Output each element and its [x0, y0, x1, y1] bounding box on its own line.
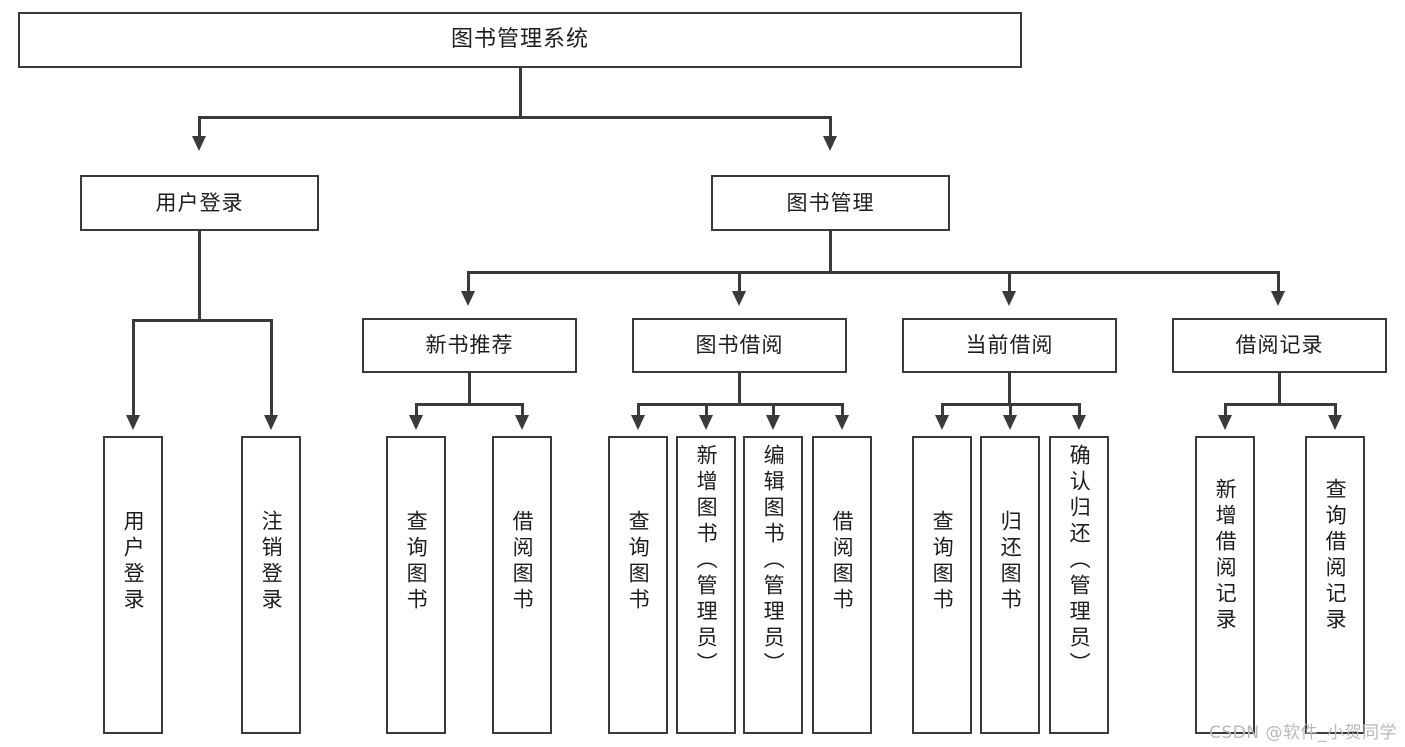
node-label: 用户登录 — [121, 510, 146, 614]
leaf-add-book[interactable]: 新增图书（管理员） — [676, 436, 736, 734]
node-label: 查询图书 — [404, 510, 429, 614]
arrowhead-book-manage — [823, 136, 837, 151]
node-label: 用户登录 — [155, 190, 244, 215]
connector-br-drop-1 — [1224, 403, 1227, 417]
connector-br-stem — [1278, 373, 1281, 405]
node-label: 图书借阅 — [695, 333, 784, 358]
leaf-confirm-return[interactable]: 确认归还（管理员） — [1049, 436, 1109, 734]
node-label: 查询借阅记录 — [1323, 478, 1348, 634]
connector-nbr-stem — [468, 373, 471, 405]
connector-root-stem — [519, 68, 522, 118]
connector-br-bus — [1224, 403, 1336, 406]
connector-root-drop-left — [198, 116, 201, 138]
node-label: 新增图书（管理员） — [694, 444, 719, 678]
arrowhead-book-borrow — [732, 291, 746, 306]
node-new-book-rec[interactable]: 新书推荐 — [362, 318, 577, 373]
arrowhead-new-book-rec — [461, 291, 475, 306]
connector-br-drop-2 — [1334, 403, 1337, 417]
arrowhead-leaf-borrow-book-1 — [515, 415, 529, 430]
node-root-system[interactable]: 图书管理系统 — [18, 12, 1022, 68]
arrowhead-leaf-query-book-2 — [631, 415, 645, 430]
connector-user-login-drop-2 — [270, 319, 273, 417]
leaf-user-logout[interactable]: 注销登录 — [241, 436, 301, 734]
node-label: 图书管理系统 — [450, 27, 589, 53]
node-label: 借阅记录 — [1235, 333, 1324, 358]
arrowhead-leaf-add-record — [1218, 415, 1232, 430]
connector-bm-drop-3 — [1008, 271, 1011, 293]
arrowhead-user-login — [192, 136, 206, 151]
node-label: 查询图书 — [930, 510, 955, 614]
connector-user-login-bus — [132, 319, 272, 322]
node-current-borrow[interactable]: 当前借阅 — [902, 318, 1117, 373]
node-user-login[interactable]: 用户登录 — [80, 175, 319, 231]
connector-cb-stem — [1008, 373, 1011, 405]
connector-nbr-drop-1 — [415, 403, 418, 417]
arrowhead-borrow-record — [1271, 291, 1285, 306]
arrowhead-leaf-add-book — [699, 415, 713, 430]
leaf-add-record[interactable]: 新增借阅记录 — [1195, 436, 1255, 734]
leaf-borrow-book-2[interactable]: 借阅图书 — [812, 436, 872, 734]
connector-nbr-bus — [415, 403, 523, 406]
connector-bb-bus — [637, 403, 844, 406]
connector-book-manage-stem — [829, 231, 832, 273]
arrowhead-leaf-user-logout — [264, 415, 278, 430]
connector-bb-stem — [738, 373, 741, 405]
node-label: 当前借阅 — [965, 333, 1054, 358]
leaf-return-book[interactable]: 归还图书 — [980, 436, 1040, 734]
connector-cb-drop-2 — [1009, 403, 1012, 417]
node-label: 注销登录 — [259, 510, 284, 614]
arrowhead-leaf-query-record — [1328, 415, 1342, 430]
node-book-borrow[interactable]: 图书借阅 — [632, 318, 847, 373]
node-label: 新增借阅记录 — [1213, 478, 1238, 634]
connector-bb-drop-4 — [841, 403, 844, 417]
arrowhead-leaf-user-login — [126, 415, 140, 430]
node-label: 借阅图书 — [830, 510, 855, 614]
node-label: 借阅图书 — [510, 510, 535, 614]
node-label: 编辑图书（管理员） — [761, 444, 786, 678]
node-book-manage[interactable]: 图书管理 — [711, 175, 950, 231]
arrowhead-leaf-confirm-return — [1072, 415, 1086, 430]
connector-root-drop-right — [829, 116, 832, 138]
node-label: 图书管理 — [786, 190, 875, 215]
node-label: 确认归还（管理员） — [1067, 444, 1092, 678]
connector-cb-drop-1 — [941, 403, 944, 417]
connector-root-bus — [198, 116, 831, 119]
connector-bb-drop-2 — [705, 403, 708, 417]
node-label: 归还图书 — [998, 510, 1023, 614]
arrowhead-leaf-query-book-3 — [935, 415, 949, 430]
connector-bm-drop-1 — [467, 271, 470, 293]
leaf-query-book-3[interactable]: 查询图书 — [912, 436, 972, 734]
leaf-user-login[interactable]: 用户登录 — [103, 436, 163, 734]
arrowhead-current-borrow — [1002, 291, 1016, 306]
node-borrow-record[interactable]: 借阅记录 — [1172, 318, 1387, 373]
connector-nbr-drop-2 — [521, 403, 524, 417]
arrowhead-leaf-query-book-1 — [409, 415, 423, 430]
connector-cb-drop-3 — [1078, 403, 1081, 417]
connector-bm-drop-2 — [738, 271, 741, 293]
leaf-query-book-2[interactable]: 查询图书 — [608, 436, 668, 734]
arrowhead-leaf-borrow-book-2 — [835, 415, 849, 430]
arrowhead-leaf-edit-book — [766, 415, 780, 430]
connector-bb-drop-1 — [637, 403, 640, 417]
arrowhead-leaf-return-book — [1003, 415, 1017, 430]
node-label: 新书推荐 — [425, 333, 514, 358]
connector-bb-drop-3 — [772, 403, 775, 417]
leaf-query-record[interactable]: 查询借阅记录 — [1305, 436, 1365, 734]
node-label: 查询图书 — [626, 510, 651, 614]
leaf-query-book-1[interactable]: 查询图书 — [386, 436, 446, 734]
connector-user-login-drop-1 — [132, 319, 135, 417]
leaf-borrow-book-1[interactable]: 借阅图书 — [492, 436, 552, 734]
leaf-edit-book[interactable]: 编辑图书（管理员） — [743, 436, 803, 734]
connector-bm-drop-4 — [1277, 271, 1280, 293]
connector-book-manage-bus — [467, 271, 1279, 274]
connector-user-login-stem — [198, 231, 201, 321]
